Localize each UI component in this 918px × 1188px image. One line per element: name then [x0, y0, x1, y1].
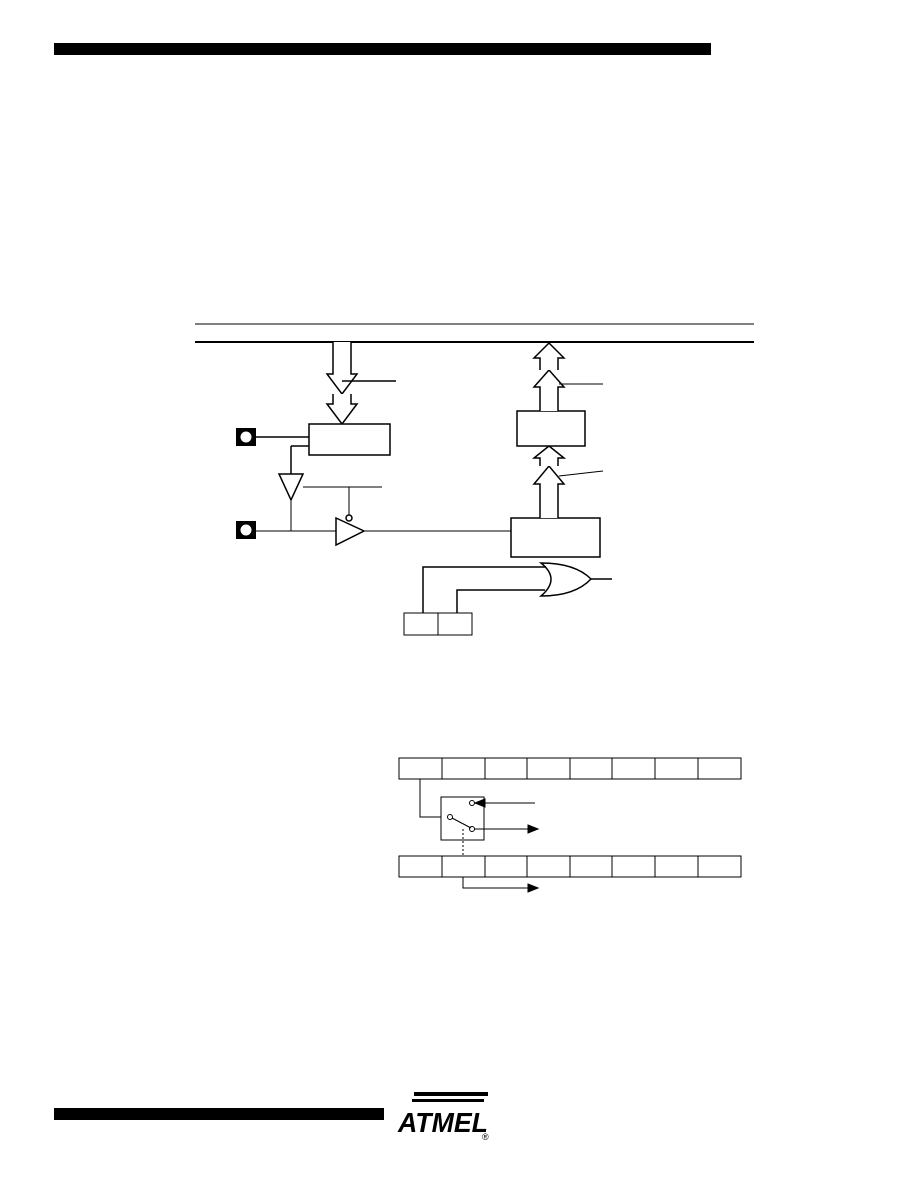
bus-to-register-arrow — [325, 342, 396, 426]
bit-switch — [419, 779, 540, 856]
atmel-logo-stripes — [412, 1092, 488, 1102]
register-row-top — [398, 757, 742, 780]
comparator — [335, 514, 511, 547]
interrupt-logic-box — [510, 517, 601, 558]
logo-registered-mark: ® — [482, 1132, 489, 1142]
register-box-right — [516, 410, 586, 447]
mux-buffer — [277, 445, 382, 531]
or-gate — [422, 562, 612, 613]
header-rule — [54, 43, 711, 55]
register-row-bottom — [398, 855, 742, 878]
atmel-logo: ATMEL ® — [397, 1092, 489, 1142]
bit-output-arrow — [462, 877, 540, 893]
data-bus — [195, 323, 754, 343]
logic-to-register-arrow — [531, 445, 604, 518]
logo-wordmark: ATMEL — [397, 1107, 488, 1138]
register-box-left — [308, 423, 391, 456]
footer-rule — [54, 1108, 384, 1120]
pin-connector-top — [236, 428, 309, 446]
register-to-bus-arrow — [532, 341, 603, 411]
two-bit-register — [403, 612, 473, 636]
pin-connector-bottom — [236, 521, 336, 539]
